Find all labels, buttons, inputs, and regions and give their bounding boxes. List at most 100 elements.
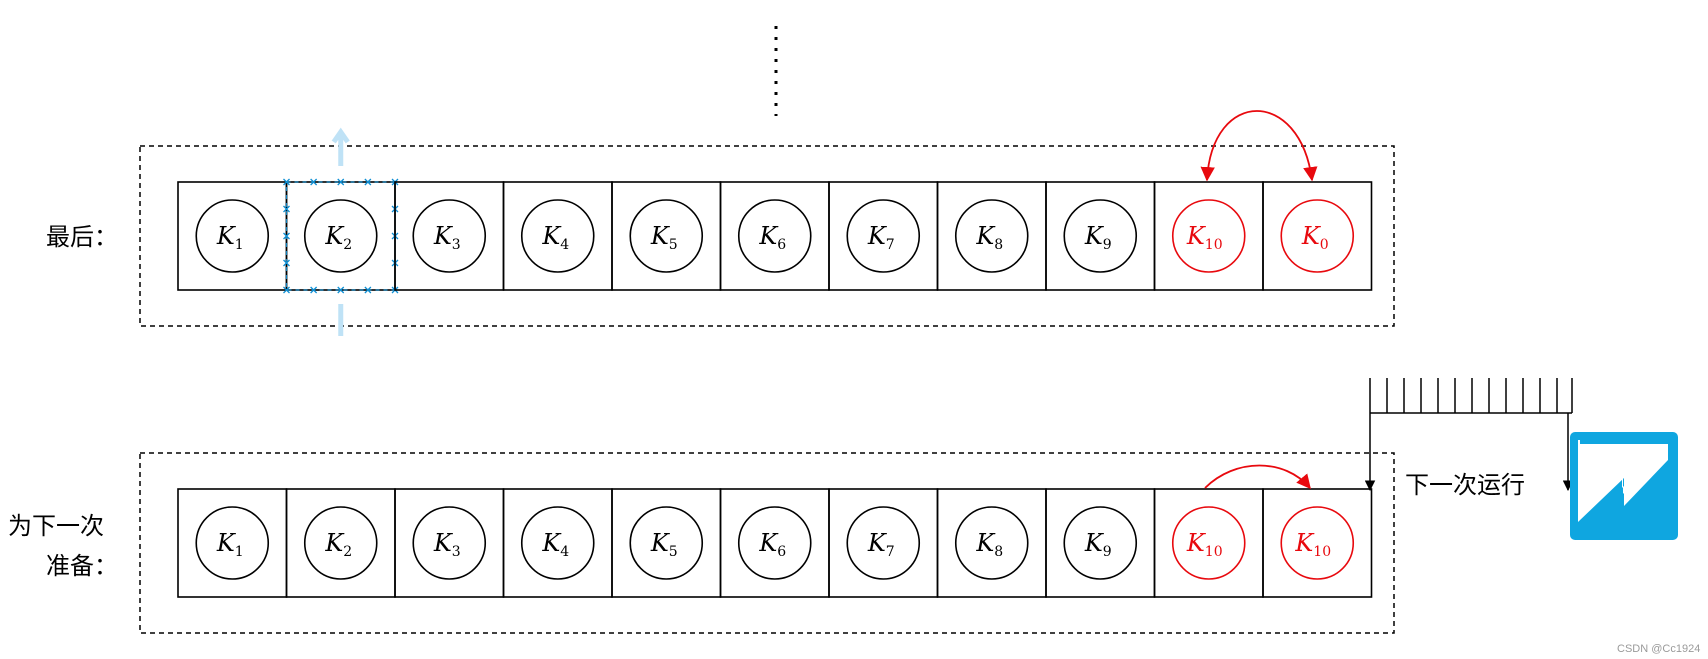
key-circle [520, 506, 595, 580]
resize-handle[interactable] [310, 286, 318, 294]
key-subscript: 10 [1205, 544, 1223, 560]
bottom-row-frame [139, 452, 1395, 634]
cell-box [1153, 181, 1264, 291]
watermark: CSDN @Cc1924 [1617, 643, 1700, 655]
array-cell: K1 [177, 181, 288, 291]
selection-handles[interactable] [283, 127, 399, 336]
key-letter: K [216, 222, 237, 250]
key-subscript: 9 [1103, 237, 1112, 253]
key-label: K0 [1301, 222, 1329, 253]
array-cell: K2 [283, 127, 399, 336]
key-letter: K [1084, 529, 1105, 557]
key-subscript: 6 [777, 237, 786, 253]
resize-handle[interactable] [364, 178, 372, 186]
key-letter: K [1294, 529, 1315, 557]
array-cell: K5 [611, 488, 722, 598]
row-label-prepare-line2: 准备： [46, 552, 118, 580]
key-letter: K [867, 529, 888, 557]
key-letter: K [867, 222, 888, 250]
key-label: K2 [324, 222, 352, 253]
key-subscript: 3 [452, 544, 461, 560]
key-circle [1171, 199, 1246, 273]
resize-handle[interactable] [337, 286, 345, 294]
key-label: K8 [975, 529, 1003, 560]
key-label: K5 [650, 529, 678, 560]
array-cell: K3 [394, 488, 505, 598]
key-circle [846, 199, 921, 273]
key-circle [954, 506, 1029, 580]
resize-handle[interactable] [310, 178, 318, 186]
key-letter: K [758, 529, 779, 557]
move-up-hint-icon[interactable] [331, 127, 350, 166]
key-subscript: 8 [994, 544, 1003, 560]
array-cell: K2 [285, 488, 396, 598]
key-letter: K [433, 222, 454, 250]
key-label: K10 [1294, 529, 1331, 560]
array-cell: K8 [936, 488, 1047, 598]
key-letter: K [1301, 222, 1322, 250]
key-letter: K [216, 529, 237, 557]
key-label: K3 [433, 529, 461, 560]
key-subscript: 8 [994, 237, 1003, 253]
key-label: K8 [975, 222, 1003, 253]
resize-handle[interactable] [337, 178, 345, 186]
array-cell: K6 [719, 488, 830, 598]
array-cell: K4 [502, 488, 613, 598]
resize-handle[interactable] [364, 286, 372, 294]
array-cell: K3 [394, 181, 505, 291]
key-letter: K [1186, 222, 1207, 250]
key-subscript: 2 [343, 237, 352, 253]
key-label: K6 [758, 529, 786, 560]
key-subscript: 9 [1103, 544, 1112, 560]
key-subscript: 1 [235, 544, 244, 560]
key-subscript: 7 [886, 237, 895, 253]
key-label: K7 [867, 529, 895, 560]
array-cell: K4 [502, 181, 613, 291]
key-label: K5 [650, 222, 678, 253]
key-subscript: 5 [669, 544, 678, 560]
key-letter: K [650, 529, 671, 557]
resize-handle[interactable] [283, 205, 290, 213]
key-circle [303, 199, 378, 273]
key-circle [303, 506, 378, 580]
key-circle [629, 199, 704, 273]
key-circle [520, 199, 595, 273]
key-subscript: 2 [343, 544, 352, 560]
key-subscript: 10 [1313, 544, 1331, 560]
key-circle [412, 506, 487, 580]
array-cell: K7 [828, 181, 939, 291]
key-subscript: 6 [777, 544, 786, 560]
key-subscript: 10 [1205, 237, 1223, 253]
resize-handle[interactable] [283, 259, 290, 267]
array-cell: K1 [177, 488, 288, 598]
resize-handle[interactable] [283, 232, 290, 240]
key-subscript: 1 [235, 237, 244, 253]
key-subscript: 4 [560, 237, 569, 253]
key-subscript: 7 [886, 544, 895, 560]
key-label: K3 [433, 222, 461, 253]
key-circle [1063, 506, 1138, 580]
cell-box [1262, 181, 1373, 291]
key-circle [737, 506, 812, 580]
key-letter: K [324, 529, 345, 557]
key-circle [846, 506, 921, 580]
key-label: K7 [867, 222, 895, 253]
key-circle [195, 506, 270, 580]
key-label: K10 [1186, 222, 1223, 253]
comb-marker [1364, 378, 1574, 492]
key-circle [1280, 199, 1355, 273]
key-label: K9 [1084, 222, 1112, 253]
copy-arrow [1204, 464, 1311, 490]
key-circle [412, 199, 487, 273]
key-subscript: 5 [669, 237, 678, 253]
row-label-final: 最后： [46, 223, 118, 251]
array-cell: K10 [1153, 488, 1264, 598]
key-label: K6 [758, 222, 786, 253]
array-cell: K9 [1045, 488, 1156, 598]
resize-handle[interactable] [283, 286, 290, 294]
resize-handle[interactable] [283, 178, 290, 186]
top-row-frame [139, 145, 1395, 327]
key-label: K2 [324, 529, 352, 560]
